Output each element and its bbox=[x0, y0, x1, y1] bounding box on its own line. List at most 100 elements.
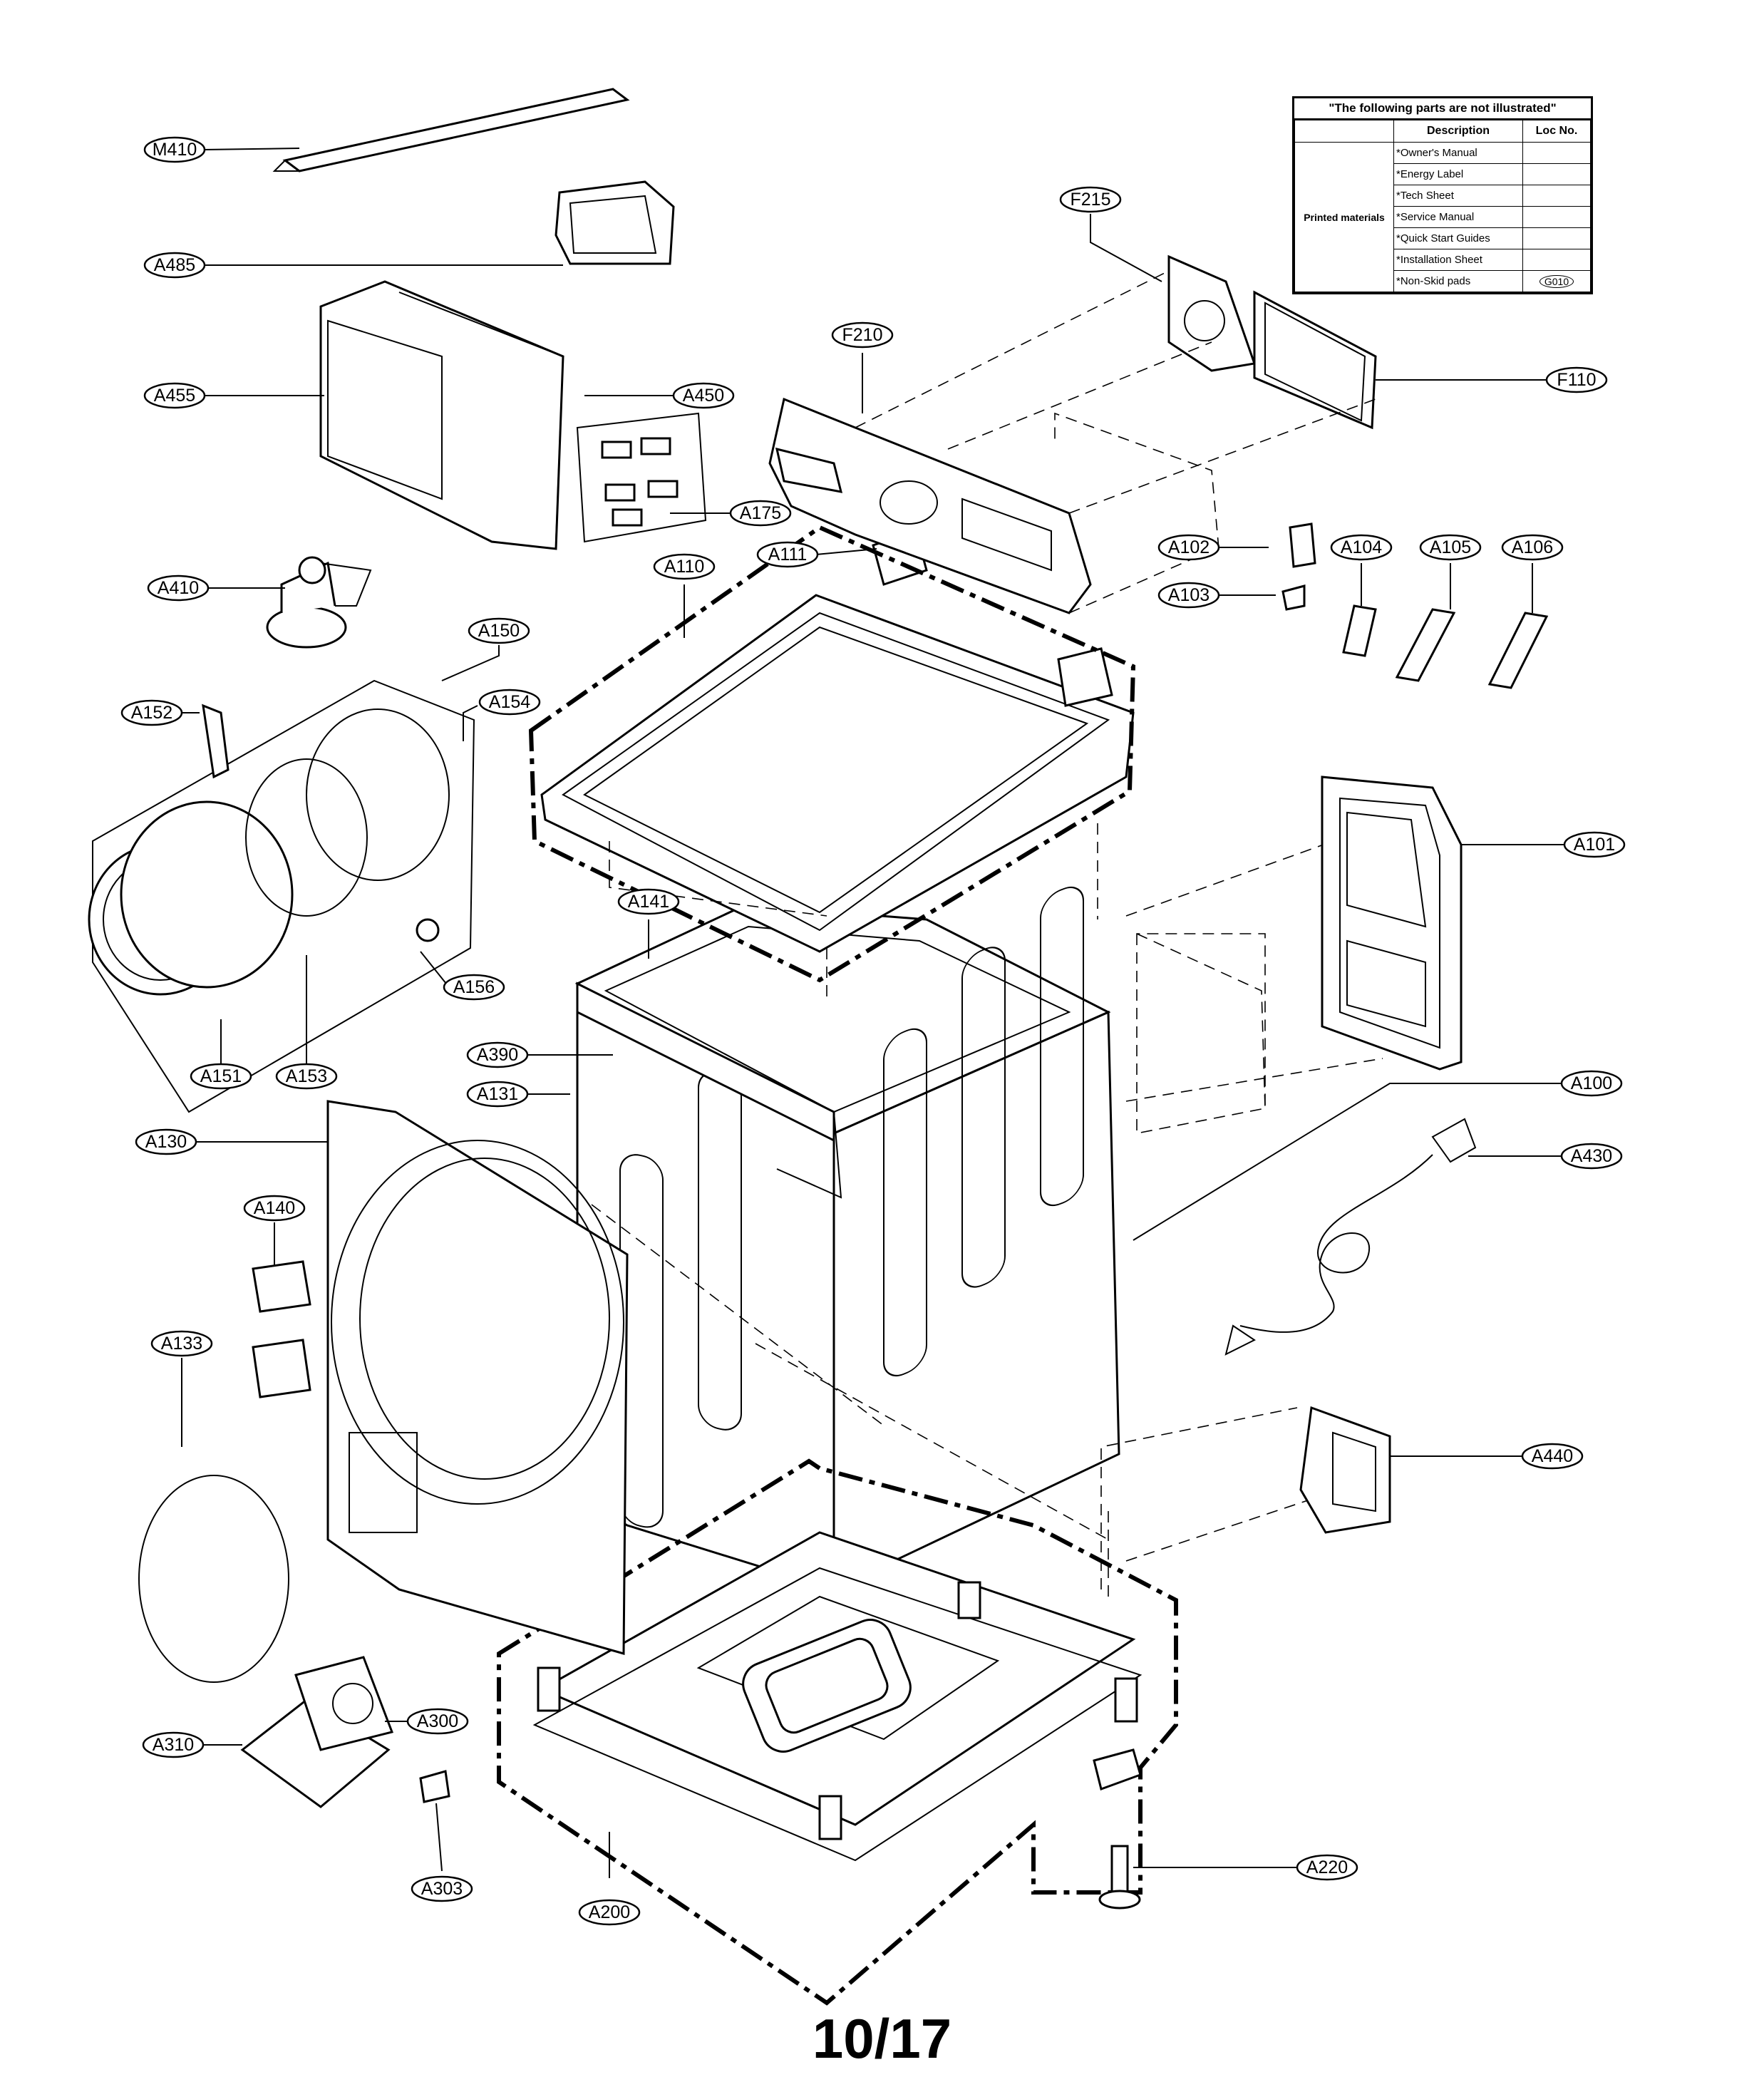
svg-text:F110: F110 bbox=[1557, 370, 1596, 390]
row-description: *Service Manual bbox=[1393, 206, 1523, 228]
label-a100: A100 bbox=[1560, 1070, 1623, 1097]
svg-text:A101: A101 bbox=[1574, 835, 1615, 855]
loc-no-badge: G010 bbox=[1539, 274, 1574, 288]
label-a133: A133 bbox=[150, 1330, 213, 1357]
cabinet-a100 bbox=[574, 886, 1120, 1592]
label-a390: A390 bbox=[466, 1041, 529, 1068]
label-a111: A111 bbox=[756, 541, 819, 568]
parts-table: Description Loc No. Printed materials *O… bbox=[1294, 120, 1591, 292]
label-a156: A156 bbox=[443, 974, 505, 1001]
leader-lines bbox=[181, 148, 1564, 1878]
svg-text:A131: A131 bbox=[477, 1084, 518, 1104]
svg-text:F215: F215 bbox=[1071, 190, 1111, 210]
label-a410: A410 bbox=[147, 574, 210, 602]
leveling-leg-a220 bbox=[1093, 1748, 1142, 1910]
label-a154: A154 bbox=[478, 689, 541, 716]
svg-text:A111: A111 bbox=[768, 545, 808, 565]
svg-text:A151: A151 bbox=[200, 1066, 242, 1086]
label-a440: A440 bbox=[1521, 1443, 1584, 1470]
svg-text:A152: A152 bbox=[131, 703, 172, 723]
label-a131: A131 bbox=[466, 1081, 529, 1108]
damper-a106 bbox=[1487, 612, 1549, 689]
svg-text:A200: A200 bbox=[589, 1902, 630, 1922]
svg-text:A104: A104 bbox=[1341, 537, 1382, 557]
label-a303: A303 bbox=[411, 1875, 473, 1902]
row-description: *Energy Label bbox=[1393, 163, 1523, 185]
svg-text:F210: F210 bbox=[842, 325, 883, 345]
not-illustrated-parts-table: "The following parts are not illustrated… bbox=[1292, 96, 1593, 294]
svg-text:A300: A300 bbox=[417, 1711, 458, 1731]
row-description: *Quick Start Guides bbox=[1393, 227, 1523, 249]
gasket-ring-a133 bbox=[138, 1475, 289, 1683]
row-loc bbox=[1522, 185, 1591, 207]
row-description: *Non-Skid pads bbox=[1393, 270, 1523, 292]
label-m410: M410 bbox=[143, 136, 206, 163]
row-loc: G010 bbox=[1522, 270, 1591, 292]
svg-text:A150: A150 bbox=[478, 621, 520, 641]
label-a153: A153 bbox=[275, 1063, 338, 1090]
pump-a410 bbox=[266, 556, 372, 649]
row-loc bbox=[1522, 142, 1591, 164]
label-a485: A485 bbox=[143, 252, 206, 279]
label-a455: A455 bbox=[143, 382, 206, 409]
label-a104: A104 bbox=[1330, 534, 1393, 561]
noise-filter-a440 bbox=[1299, 1406, 1391, 1534]
table-row: *Installation Sheet bbox=[1295, 249, 1591, 271]
pcb-f110 bbox=[1167, 254, 1377, 430]
label-a450: A450 bbox=[672, 382, 735, 409]
power-cord-a430 bbox=[1224, 1118, 1477, 1356]
front-panel-a130 bbox=[326, 1100, 629, 1655]
label-a103: A103 bbox=[1157, 582, 1220, 609]
part-a102 bbox=[1289, 522, 1316, 568]
svg-text:A450: A450 bbox=[683, 386, 724, 406]
svg-text:A156: A156 bbox=[453, 977, 495, 997]
table-row: *Service Manual bbox=[1295, 206, 1591, 228]
header-loc-no: Loc No. bbox=[1522, 120, 1591, 143]
page-number: 10/17 bbox=[812, 2007, 952, 2070]
svg-text:A103: A103 bbox=[1168, 585, 1209, 605]
svg-text:A141: A141 bbox=[628, 892, 669, 912]
noise-filter-a485 bbox=[555, 180, 675, 265]
row-description: *Tech Sheet bbox=[1393, 185, 1523, 207]
svg-text:A410: A410 bbox=[158, 578, 199, 598]
label-a110: A110 bbox=[653, 553, 716, 580]
svg-text:A440: A440 bbox=[1532, 1446, 1573, 1466]
svg-text:A430: A430 bbox=[1571, 1146, 1612, 1166]
svg-text:A390: A390 bbox=[477, 1045, 518, 1065]
row-loc bbox=[1522, 163, 1591, 185]
base-a200 bbox=[532, 1531, 1143, 1862]
label-f210: F210 bbox=[831, 321, 894, 349]
damper-a104 bbox=[1342, 604, 1377, 657]
svg-text:A303: A303 bbox=[421, 1879, 463, 1899]
label-a300: A300 bbox=[406, 1708, 469, 1735]
label-a130: A130 bbox=[135, 1128, 197, 1155]
svg-text:A110: A110 bbox=[664, 557, 705, 577]
svg-text:A154: A154 bbox=[489, 692, 530, 712]
label-a140: A140 bbox=[243, 1195, 306, 1222]
door-assembly-a150 bbox=[88, 679, 475, 1113]
bracket-m410 bbox=[272, 88, 630, 172]
svg-text:A220: A220 bbox=[1306, 1857, 1348, 1877]
svg-text:A153: A153 bbox=[286, 1066, 327, 1086]
table-row: *Non-Skid pads G010 bbox=[1295, 270, 1591, 292]
svg-text:A455: A455 bbox=[154, 386, 195, 406]
part-a103 bbox=[1281, 584, 1306, 611]
table-row: Printed materials *Owner's Manual bbox=[1294, 142, 1591, 292]
row-description: *Installation Sheet bbox=[1393, 249, 1523, 271]
label-f215: F215 bbox=[1059, 186, 1122, 213]
label-a141: A141 bbox=[617, 888, 680, 915]
label-a101: A101 bbox=[1563, 831, 1626, 858]
table-header-row: Description Loc No. bbox=[1294, 120, 1591, 143]
svg-text:A100: A100 bbox=[1571, 1073, 1612, 1093]
svg-text:M410: M410 bbox=[153, 140, 197, 160]
svg-text:A105: A105 bbox=[1430, 537, 1471, 557]
spring-a303 bbox=[419, 1770, 450, 1803]
cover-a310 bbox=[240, 1656, 394, 1808]
control-box-a455 bbox=[319, 280, 707, 550]
svg-text:A133: A133 bbox=[161, 1334, 202, 1354]
label-a102: A102 bbox=[1157, 534, 1220, 561]
table-title: "The following parts are not illustrated… bbox=[1294, 98, 1591, 120]
row-description: *Owner's Manual bbox=[1393, 142, 1523, 164]
label-a106: A106 bbox=[1501, 534, 1564, 561]
